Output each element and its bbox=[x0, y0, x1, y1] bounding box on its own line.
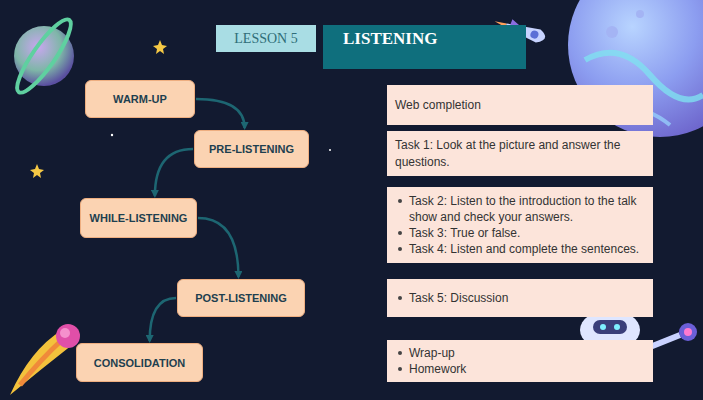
task-box: Task 1: Look at the picture and answer t… bbox=[387, 131, 653, 176]
stage-box: WARM-UP bbox=[85, 80, 195, 118]
stage-box: POST-LISTENING bbox=[177, 279, 305, 317]
task-box: Wrap-upHomework bbox=[387, 340, 653, 382]
bullet-item: Task 5: Discussion bbox=[395, 290, 645, 306]
flow-arrow bbox=[155, 149, 193, 196]
box-label: Task 1: Look at the picture and answer t… bbox=[395, 137, 645, 169]
star bbox=[30, 40, 331, 178]
comet bbox=[10, 324, 80, 395]
box-label: LISTENING bbox=[343, 29, 506, 49]
stage-box: CONSOLIDATION bbox=[76, 343, 203, 382]
bullet-item: Task 2: Listen to the introduction to th… bbox=[395, 193, 645, 225]
box-label: WARM-UP bbox=[92, 93, 188, 105]
task-box: Web completion bbox=[387, 85, 653, 125]
box-label: LESSON 5 bbox=[234, 31, 297, 47]
lesson-tag: LESSON 5 bbox=[216, 25, 316, 52]
bullet-item: Homework bbox=[395, 361, 645, 377]
box-label: CONSOLIDATION bbox=[83, 357, 196, 369]
bullet-item: Task 3: True or false. bbox=[395, 225, 645, 241]
task-box: Task 2: Listen to the introduction to th… bbox=[387, 187, 653, 263]
flow-arrow bbox=[150, 298, 176, 341]
flow-arrow bbox=[198, 218, 238, 277]
bullet-item: Task 4: Listen and complete the sentence… bbox=[395, 241, 645, 257]
ringed-planet bbox=[10, 14, 78, 99]
flow-arrow bbox=[196, 99, 245, 128]
section-heading: LISTENING bbox=[323, 25, 526, 69]
stage-box: WHILE-LISTENING bbox=[80, 198, 197, 238]
box-label: Web completion bbox=[395, 97, 645, 113]
box-label: PRE-LISTENING bbox=[201, 143, 302, 155]
bullet-item: Wrap-up bbox=[395, 345, 645, 361]
task-box: Task 5: Discussion bbox=[387, 279, 653, 317]
stage-box: PRE-LISTENING bbox=[194, 130, 309, 168]
box-label: WHILE-LISTENING bbox=[87, 212, 190, 224]
box-label: POST-LISTENING bbox=[184, 292, 298, 304]
